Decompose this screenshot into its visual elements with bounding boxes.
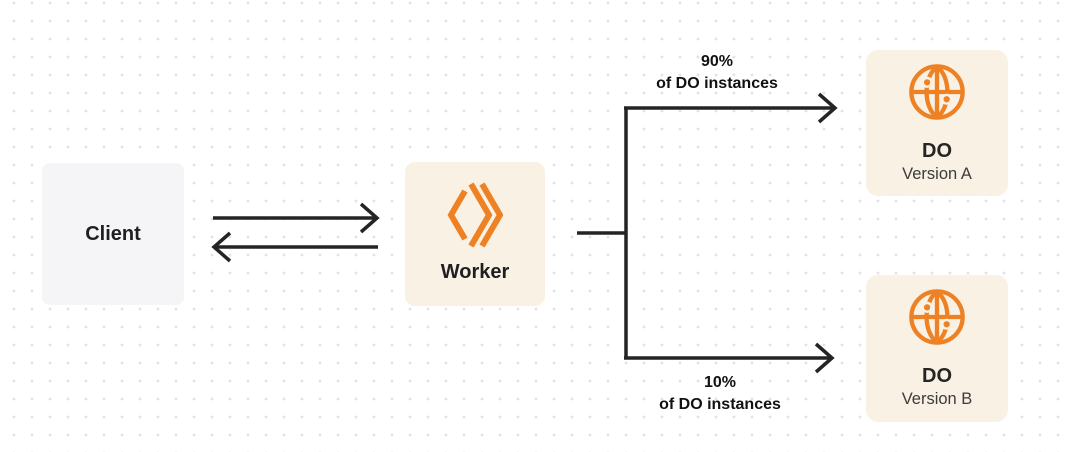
workers-logo-icon: [447, 182, 503, 248]
do-a-title: DO: [922, 140, 952, 162]
arrow-branch-to-do-b: [624, 342, 835, 374]
arrow-branch-to-do-a: [624, 92, 838, 124]
branch-bottom-caption: of DO instances: [659, 396, 781, 413]
do-b-subtitle: Version B: [901, 390, 973, 408]
worker-label: Worker: [440, 261, 510, 283]
arrow-worker-to-client: [211, 231, 378, 263]
branch-bottom-label: 10% of DO instances: [620, 372, 820, 416]
client-label: Client: [85, 223, 141, 245]
branch-bottom-percent: 10%: [703, 374, 737, 391]
branch-top-caption: of DO instances: [656, 75, 778, 92]
node-worker: Worker: [405, 162, 545, 306]
do-a-subtitle: Version A: [902, 165, 972, 183]
do-b-title: DO: [922, 365, 952, 387]
branch-connector: [577, 108, 628, 358]
branch-top-label: 90% of DO instances: [617, 51, 817, 95]
arrow-client-to-worker: [213, 202, 380, 234]
durable-object-globe-icon: [909, 289, 965, 345]
node-do-version-a: DO Version A: [866, 50, 1008, 196]
durable-object-globe-icon: [909, 64, 965, 120]
branch-top-percent: 90%: [700, 53, 734, 70]
node-client: Client: [42, 163, 184, 305]
node-do-version-b: DO Version B: [866, 275, 1008, 422]
